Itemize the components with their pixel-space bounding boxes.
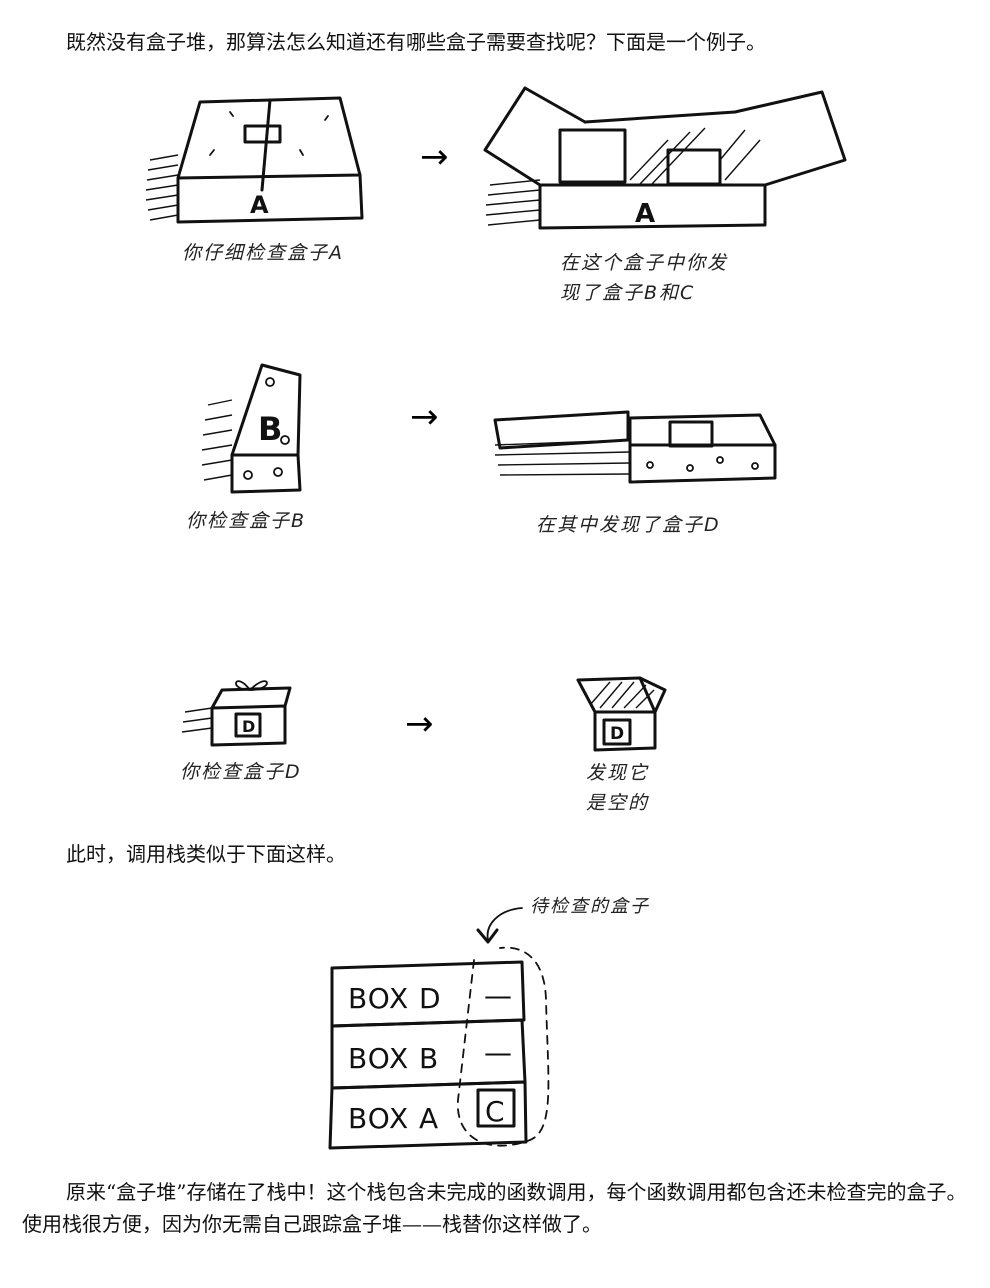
caption-empty: 发现它 是空的 (586, 758, 649, 818)
conclusion-paragraph: 原来“盒子堆”存储在了栈中！这个栈包含未完成的函数调用，每个函数调用都包含还未检… (22, 1176, 972, 1240)
caption-inspect-d: 你检查盒子D (180, 757, 302, 787)
caption-inspect-a: 你仔细检查盒子A (182, 238, 344, 268)
stack-row-box-a-pending: C (485, 1095, 506, 1128)
caption-found-d: 在其中发现了盒子D (536, 510, 721, 540)
box-a-label: A (250, 191, 269, 219)
stack-row-box-a-name: BOX A (348, 1102, 439, 1135)
stack-row-box-b-name: BOX B (348, 1042, 439, 1075)
open-box-a-label: A (635, 199, 655, 229)
box-d-illustration (182, 681, 290, 745)
arrow-right-icon: → (420, 137, 449, 177)
stack-row-box-d-name: BOX D (348, 982, 442, 1015)
arrow-right-icon-3: → (405, 704, 434, 744)
stack-row-box-b-pending: — (484, 1036, 513, 1069)
open-box-a-illustration (485, 88, 845, 228)
box-b-illustration (202, 365, 300, 492)
arrow-right-icon-2: → (410, 397, 439, 437)
open-box-b-illustration (495, 412, 775, 482)
box-d-label: D (242, 717, 255, 736)
caption-pending-boxes: 待检查的盒子 (530, 892, 650, 922)
caption-found-bc: 在这个盒子中你发 现了盒子B和C (560, 248, 728, 308)
box-b-label: B (258, 410, 282, 448)
callstack-paragraph: 此时，调用栈类似于下面这样。 (22, 838, 972, 870)
open-box-d-label: D (610, 724, 624, 744)
stack-row-box-d-pending: — (484, 979, 513, 1012)
caption-inspect-b: 你检查盒子B (186, 506, 306, 536)
